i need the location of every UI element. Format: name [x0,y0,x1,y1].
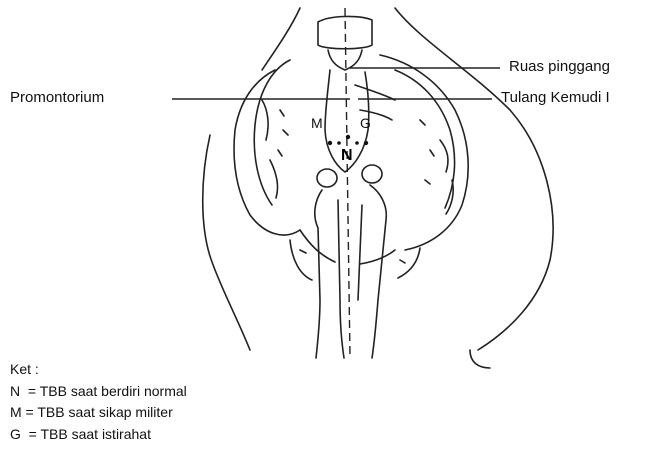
dot-g [364,141,368,145]
marker-g: G [360,115,371,131]
label-ruas-pinggang: Ruas pinggang [509,58,610,75]
legend-item-n: N = TBB saat berdiri normal [10,381,187,403]
left-femur [315,190,322,358]
label-promontorium: Promontorium [10,89,104,106]
right-femur [370,185,386,358]
marker-m: M [311,115,323,131]
left-iliac-wing [234,70,300,235]
buttock-curve [470,350,490,368]
dot-m [328,141,332,145]
body-outline-left-lower [203,135,250,350]
label-tulang-kemudi: Tulang Kemudi I [501,89,610,106]
legend-item-g: G = TBB saat istirahat [10,424,187,446]
right-femur-head [362,165,382,183]
legend-item-m: M = TBB saat sikap militer [10,402,187,424]
center-dashed-line [345,8,350,358]
body-outline-left [262,8,300,70]
legend: Ket : N = TBB saat berdiri normal M = TB… [10,359,187,445]
dot-top [346,135,350,139]
pubic-arch [300,230,395,264]
left-femur-head [317,169,337,187]
legend-title: Ket : [10,359,187,381]
marker-n: N [341,147,353,165]
